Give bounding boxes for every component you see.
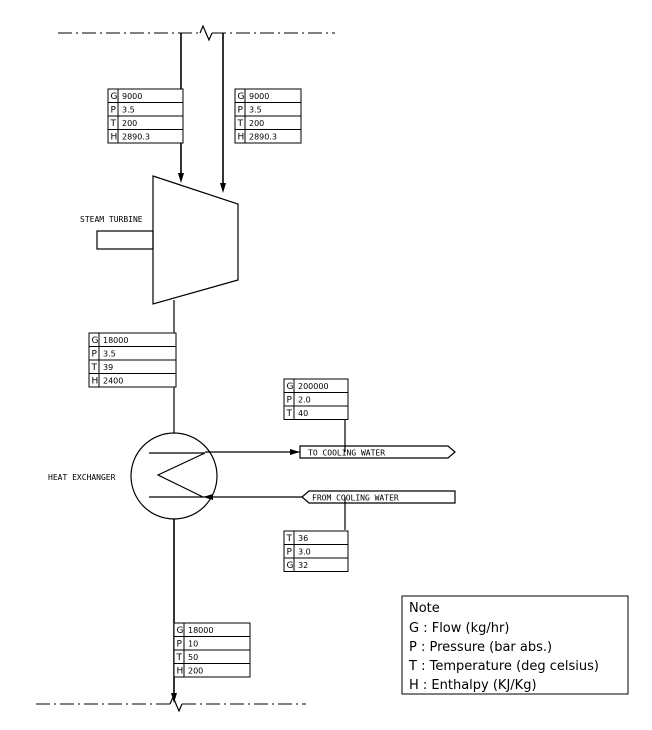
top-header-pipe — [58, 24, 335, 42]
cooling-water-in-line — [203, 494, 302, 500]
note-line-temperature: T : Temperature (deg celsius) — [408, 659, 599, 674]
table-cell-key: T — [286, 534, 293, 544]
table-cell-value: 32 — [298, 561, 308, 570]
table-cell-key: P — [177, 640, 183, 650]
table-cell-value: 9000 — [249, 92, 269, 101]
note-line-pressure: P : Pressure (bar abs.) — [409, 640, 552, 655]
table-cell-value: 3.5 — [249, 106, 262, 115]
table-cell-value: 50 — [188, 653, 198, 662]
table-cell-key: T — [110, 119, 117, 129]
steam-turbine — [96, 175, 239, 305]
table-cell-value: 200 — [249, 119, 264, 128]
table-cell-value: 2400 — [103, 377, 123, 386]
table-cell-key: T — [237, 119, 244, 129]
table-cell-key: T — [286, 409, 293, 419]
table-cell-key: G — [287, 561, 294, 571]
table-cell-key: T — [176, 653, 183, 663]
steam-turbine-label: STEAM TURBINE — [80, 215, 143, 224]
table-cell-value: 200000 — [298, 382, 329, 391]
table-cell-value: 40 — [298, 409, 308, 418]
to-cooling-water-tag — [299, 445, 456, 459]
table-cell-value: 2890.3 — [249, 133, 277, 142]
note-line-enthalpy: H : Enthalpy (KJ/Kg) — [409, 678, 537, 693]
table-cell-key: H — [238, 133, 245, 143]
table-cell-key: T — [91, 363, 98, 373]
table-cell-value: 3.0 — [298, 548, 311, 557]
table-frame — [283, 378, 349, 420]
table-cell-key: P — [111, 106, 117, 116]
table-frame — [283, 530, 349, 572]
table-cell-key: G — [238, 92, 245, 102]
table-cell-key: P — [92, 350, 98, 360]
from-cooling-water-label: FROM COOLING WATER — [312, 494, 399, 503]
inlet-pipe-right — [220, 33, 226, 193]
table-cell-value: 200 — [188, 667, 203, 676]
table-cell-value: 2.0 — [298, 396, 311, 405]
table-cell-value: 18000 — [103, 336, 128, 345]
table-cell-key: P — [238, 106, 244, 116]
table-cell-key: G — [177, 626, 184, 636]
heat-exchanger — [130, 432, 218, 520]
cooling-water-out-line — [205, 449, 300, 455]
table-cell-value: 3.5 — [122, 106, 135, 115]
table-cell-key: P — [287, 548, 293, 558]
note-title: Note — [409, 601, 440, 616]
table-cell-key: G — [111, 92, 118, 102]
table-cell-value: 39 — [103, 363, 113, 372]
table-cell-value: 2890.3 — [122, 133, 150, 142]
table-cell-value: 3.5 — [103, 350, 116, 359]
table-cell-value: 9000 — [122, 92, 142, 101]
table-cell-value: 18000 — [188, 626, 213, 635]
table-cell-value: 10 — [188, 640, 198, 649]
to-cooling-water-label: TO COOLING WATER — [308, 449, 385, 458]
stream-table-cooling-in: T 36P 3.0G 32 — [283, 530, 349, 572]
bottom-header-pipe — [36, 695, 306, 713]
table-cell-value: 36 — [298, 534, 308, 543]
table-cell-value: 200 — [122, 119, 137, 128]
table-cell-key: P — [287, 396, 293, 406]
heat-exchanger-label: HEAT EXCHANGER — [48, 473, 116, 482]
table-cell-key: G — [287, 382, 294, 392]
from-cooling-water-tag — [301, 490, 456, 504]
table-cell-key: H — [177, 667, 184, 677]
table-cell-key: G — [92, 336, 99, 346]
table-cell-key: H — [92, 377, 99, 387]
legend-note-box: Note G : Flow (kg/hr) P : Pressure (bar … — [401, 595, 629, 695]
note-line-flow: G : Flow (kg/hr) — [409, 621, 509, 636]
table-cell-key: H — [111, 133, 118, 143]
